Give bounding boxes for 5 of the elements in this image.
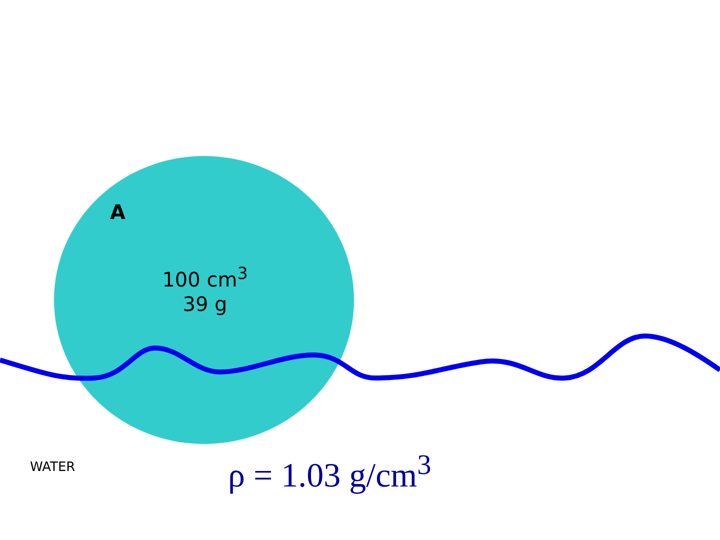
density-formula: ρ = 1.03 g/cm$^{3}$ (228, 450, 432, 496)
floating-ball (54, 156, 354, 444)
ball-label: A (110, 200, 126, 224)
water-label: WATER (30, 460, 76, 475)
volume-mass-label: 100 cm$^{3}$ 39 g (161, 264, 249, 316)
